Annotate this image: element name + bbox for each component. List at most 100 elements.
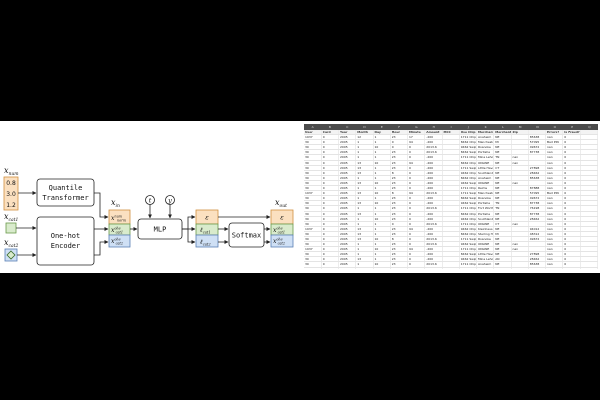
table-cell[interactable]: 23: [390, 226, 409, 232]
table-cell[interactable]: 8462 Chip Transac: [459, 231, 478, 237]
table-cell[interactable]: [580, 200, 598, 207]
table-cell[interactable]: 0: [407, 149, 426, 156]
header-cell[interactable]: Day: [373, 130, 391, 136]
table-cell[interactable]: [580, 221, 598, 227]
table-cell[interactable]: 0: [321, 180, 340, 187]
table-cell[interactable]: 2013.6: [424, 261, 443, 268]
table-cell[interactable]: 49672: [528, 236, 547, 243]
table-cell[interactable]: nan: [545, 231, 564, 237]
table-cell[interactable]: 0: [321, 154, 340, 161]
table-cell[interactable]: 10: [373, 180, 391, 187]
table-cell[interactable]: 94: [407, 226, 426, 232]
table-cell[interactable]: 1: [373, 205, 391, 212]
table-cell[interactable]: NE: [493, 267, 512, 269]
table-cell[interactable]: [442, 216, 460, 222]
table-cell[interactable]: 0: [407, 267, 426, 269]
table-cell[interactable]: 1711 Chip Transac: [459, 185, 478, 192]
header-cell[interactable]: Hour: [390, 130, 409, 136]
table-cell[interactable]: NE: [493, 190, 512, 197]
table-cell[interactable]: 8462 Swipe Trans: [459, 251, 478, 258]
table-cell[interactable]: Manchester: [476, 267, 495, 269]
table-cell[interactable]: [511, 185, 529, 192]
table-cell[interactable]: 57095: [528, 139, 547, 146]
table-cell[interactable]: 0: [407, 256, 426, 263]
table-cell[interactable]: NE: [493, 180, 512, 187]
table-cell[interactable]: 30: [304, 221, 322, 227]
table-cell[interactable]: 57095: [528, 267, 547, 269]
table-cell[interactable]: [528, 180, 547, 187]
table-cell[interactable]: 23: [390, 211, 409, 217]
table-cell[interactable]: 10: [373, 200, 391, 207]
table-cell[interactable]: nan: [511, 241, 529, 248]
table-cell[interactable]: [511, 261, 529, 268]
table-cell[interactable]: 1711 Chip Transac: [459, 154, 478, 161]
column-letter[interactable]: I: [450, 125, 452, 129]
table-cell[interactable]: [442, 165, 460, 171]
table-cell[interactable]: 13: [355, 267, 374, 269]
table-cell[interactable]: [511, 211, 529, 217]
header-cell[interactable]: Minute: [407, 130, 426, 136]
table-cell[interactable]: 30: [304, 200, 322, 207]
table-cell[interactable]: 10: [373, 216, 391, 222]
table-cell[interactable]: 0: [562, 267, 581, 269]
table-cell[interactable]: 1711 Chip Transac: [459, 205, 478, 212]
table-cell[interactable]: 1: [355, 261, 374, 268]
table-cell[interactable]: NE: [493, 261, 512, 268]
table-cell[interactable]: TN: [493, 205, 512, 212]
table-cell[interactable]: Mine Lehourn: [476, 256, 495, 263]
column-letter[interactable]: A: [311, 125, 314, 129]
table-cell[interactable]: [580, 256, 598, 263]
table-cell[interactable]: 94012: [528, 226, 547, 232]
table-cell[interactable]: 0: [562, 165, 581, 171]
table-cell[interactable]: [580, 226, 598, 232]
table-cell[interactable]: [442, 185, 460, 192]
table-cell[interactable]: 23: [390, 261, 409, 268]
table-cell[interactable]: [442, 241, 460, 248]
table-cell[interactable]: Fort Worth: [476, 205, 495, 212]
table-cell[interactable]: Manchester: [476, 139, 495, 146]
table-cell[interactable]: 8: [390, 170, 409, 176]
table-cell[interactable]: 1: [373, 251, 391, 258]
table-cell[interactable]: 27898: [528, 165, 547, 171]
table-cell[interactable]: 30: [304, 216, 322, 222]
table-cell[interactable]: [442, 175, 460, 181]
table-cell[interactable]: 10: [373, 236, 391, 243]
table-cell[interactable]: 0: [321, 241, 340, 248]
table-cell[interactable]: 13: [355, 190, 374, 197]
table-cell[interactable]: 1711 Chip Transac: [459, 134, 478, 141]
table-cell[interactable]: 0: [407, 205, 426, 212]
table-cell[interactable]: 94: [407, 190, 426, 197]
table-cell[interactable]: -200: [424, 256, 443, 263]
table-cell[interactable]: 0: [407, 195, 426, 202]
table-cell[interactable]: 10: [373, 160, 391, 166]
table-cell[interactable]: 1937: [304, 246, 322, 253]
table-cell[interactable]: 23: [390, 241, 409, 248]
table-cell[interactable]: NE: [493, 160, 512, 166]
table-cell[interactable]: 0: [321, 211, 340, 217]
table-cell[interactable]: nan: [511, 154, 529, 161]
table-cell[interactable]: 0: [562, 134, 581, 141]
table-cell[interactable]: 13: [355, 170, 374, 176]
table-cell[interactable]: NE: [493, 134, 512, 141]
table-cell[interactable]: 0: [562, 180, 581, 187]
table-cell[interactable]: 13: [355, 231, 374, 237]
table-cell[interactable]: 0: [562, 149, 581, 156]
table-cell[interactable]: 0: [562, 261, 581, 268]
table-cell[interactable]: 2005: [338, 139, 357, 146]
column-letter[interactable]: N: [536, 125, 539, 129]
table-cell[interactable]: 1: [355, 246, 374, 253]
table-cell[interactable]: 94: [407, 246, 426, 253]
table-cell[interactable]: MI: [493, 139, 512, 146]
table-cell[interactable]: 23: [390, 246, 409, 253]
table-cell[interactable]: 13: [355, 226, 374, 232]
table-cell[interactable]: 2005: [338, 200, 357, 207]
table-cell[interactable]: 2013.6: [424, 190, 443, 197]
table-cell[interactable]: 2005: [338, 261, 357, 268]
table-cell[interactable]: Southland: [476, 216, 495, 222]
table-cell[interactable]: 0: [562, 200, 581, 207]
table-cell[interactable]: -200: [424, 267, 443, 269]
table-cell[interactable]: 87738: [528, 211, 547, 217]
table-cell[interactable]: [442, 267, 460, 269]
table-cell[interactable]: Roanoke: [476, 236, 495, 243]
table-cell[interactable]: nan: [545, 134, 564, 141]
